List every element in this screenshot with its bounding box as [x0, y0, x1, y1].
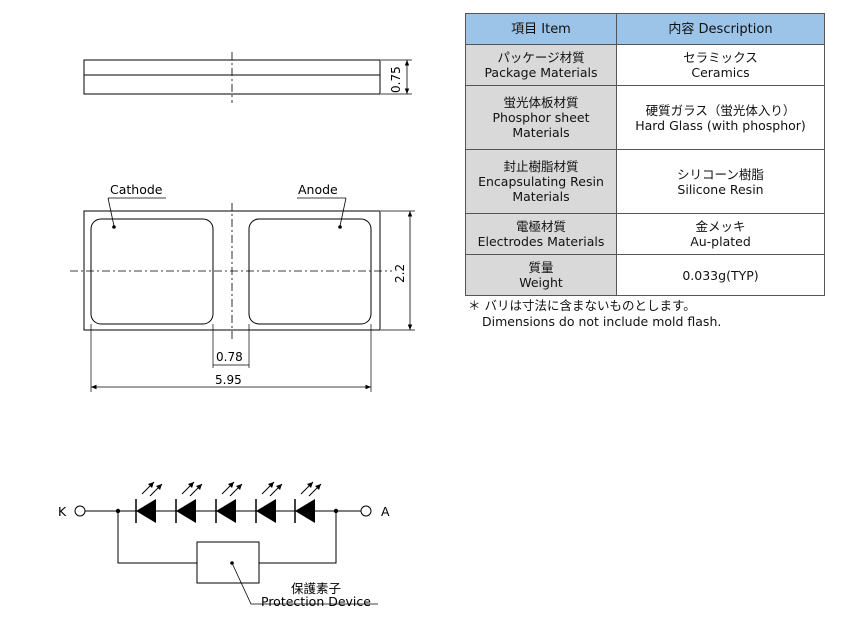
terminal-a — [360, 505, 372, 517]
label-k: K — [58, 504, 67, 519]
desc-en: 0.033g(TYP) — [682, 267, 759, 283]
item-en: Materials — [512, 125, 570, 140]
spec-table: 項目 Item 内容 Description パッケージ材質 Package M… — [465, 13, 825, 296]
table-header-row: 項目 Item 内容 Description — [465, 13, 825, 45]
dim-gap: 0.78 — [216, 350, 243, 364]
led-2 — [175, 481, 203, 523]
label-anode: Anode — [298, 182, 338, 197]
desc-cell: 硬質ガラス（蛍光体入り） Hard Glass (with phosphor) — [616, 85, 825, 150]
desc-ja: シリコーン樹脂 — [677, 166, 764, 182]
item-cell: 電極材質 Electrodes Materials — [465, 213, 617, 255]
item-ja: 質量 — [528, 260, 554, 275]
item-ja: パッケージ材質 — [497, 50, 585, 65]
item-ja: 封止樹脂材質 — [503, 159, 579, 174]
desc-en: Au-plated — [690, 234, 751, 249]
note-line-en: Dimensions do not include mold flash. — [482, 314, 722, 329]
item-cell: パッケージ材質 Package Materials — [465, 44, 617, 86]
cathode-pad — [90, 218, 214, 325]
item-cell: 質量 Weight — [465, 254, 617, 296]
item-en: Materials — [512, 189, 570, 204]
protection-device — [196, 541, 260, 584]
led-string — [135, 481, 322, 523]
desc-cell: セラミックス Ceramics — [616, 44, 825, 86]
label-protection-en: Protection Device — [261, 594, 371, 609]
item-ja: 電極材質 — [515, 219, 566, 234]
dim-thickness: 0.75 — [389, 66, 403, 93]
led-3 — [215, 481, 243, 523]
table-row: 質量 Weight 0.033g(TYP) — [465, 254, 825, 296]
table-row: パッケージ材質 Package Materials セラミックス Ceramic… — [465, 44, 825, 86]
led-1 — [135, 481, 163, 523]
item-en: Phosphor sheet — [492, 110, 590, 125]
header-item: 項目 Item — [465, 13, 617, 45]
table-row: 電極材質 Electrodes Materials 金メッキ Au-plated — [465, 213, 825, 255]
side-view — [83, 52, 412, 103]
desc-en: Hard Glass (with phosphor) — [635, 117, 806, 133]
top-view — [70, 197, 415, 392]
dim-length: 5.95 — [215, 373, 242, 387]
terminal-k — [74, 505, 86, 517]
header-description: 内容 Description — [616, 13, 825, 45]
led-4 — [255, 481, 283, 523]
note-line-ja: ＊ バリは寸法に含まないものとします。 — [468, 298, 696, 313]
anode-pad — [248, 218, 372, 325]
table-row: 蛍光体板材質 Phosphor sheet Materials 硬質ガラス（蛍光… — [465, 85, 825, 150]
desc-en: Ceramics — [691, 65, 750, 80]
item-en: Weight — [519, 275, 563, 290]
item-en: Package Materials — [484, 65, 598, 80]
label-protection-ja: 保護素子 — [291, 581, 341, 596]
dim-height: 2.2 — [393, 264, 407, 283]
item-ja: 蛍光体板材質 — [503, 95, 579, 110]
item-cell: 蛍光体板材質 Phosphor sheet Materials — [465, 85, 617, 150]
mold-flash-note: ＊ バリは寸法に含まないものとします。 Dimensions do not in… — [468, 298, 721, 330]
item-cell: 封止樹脂材質 Encapsulating Resin Materials — [465, 149, 617, 214]
desc-cell: 0.033g(TYP) — [616, 254, 825, 296]
desc-cell: 金メッキ Au-plated — [616, 213, 825, 255]
led-5 — [294, 481, 322, 523]
item-en: Encapsulating Resin — [478, 174, 604, 189]
item-en: Electrodes Materials — [477, 234, 605, 249]
desc-ja: 金メッキ — [695, 219, 746, 234]
desc-ja: セラミックス — [683, 50, 758, 65]
desc-cell: シリコーン樹脂 Silicone Resin — [616, 149, 825, 214]
label-a: A — [381, 504, 390, 519]
desc-ja: 硬質ガラス（蛍光体入り） — [645, 102, 796, 118]
label-cathode: Cathode — [110, 182, 163, 197]
desc-en: Silicone Resin — [677, 181, 764, 197]
table-row: 封止樹脂材質 Encapsulating Resin Materials シリコ… — [465, 149, 825, 214]
